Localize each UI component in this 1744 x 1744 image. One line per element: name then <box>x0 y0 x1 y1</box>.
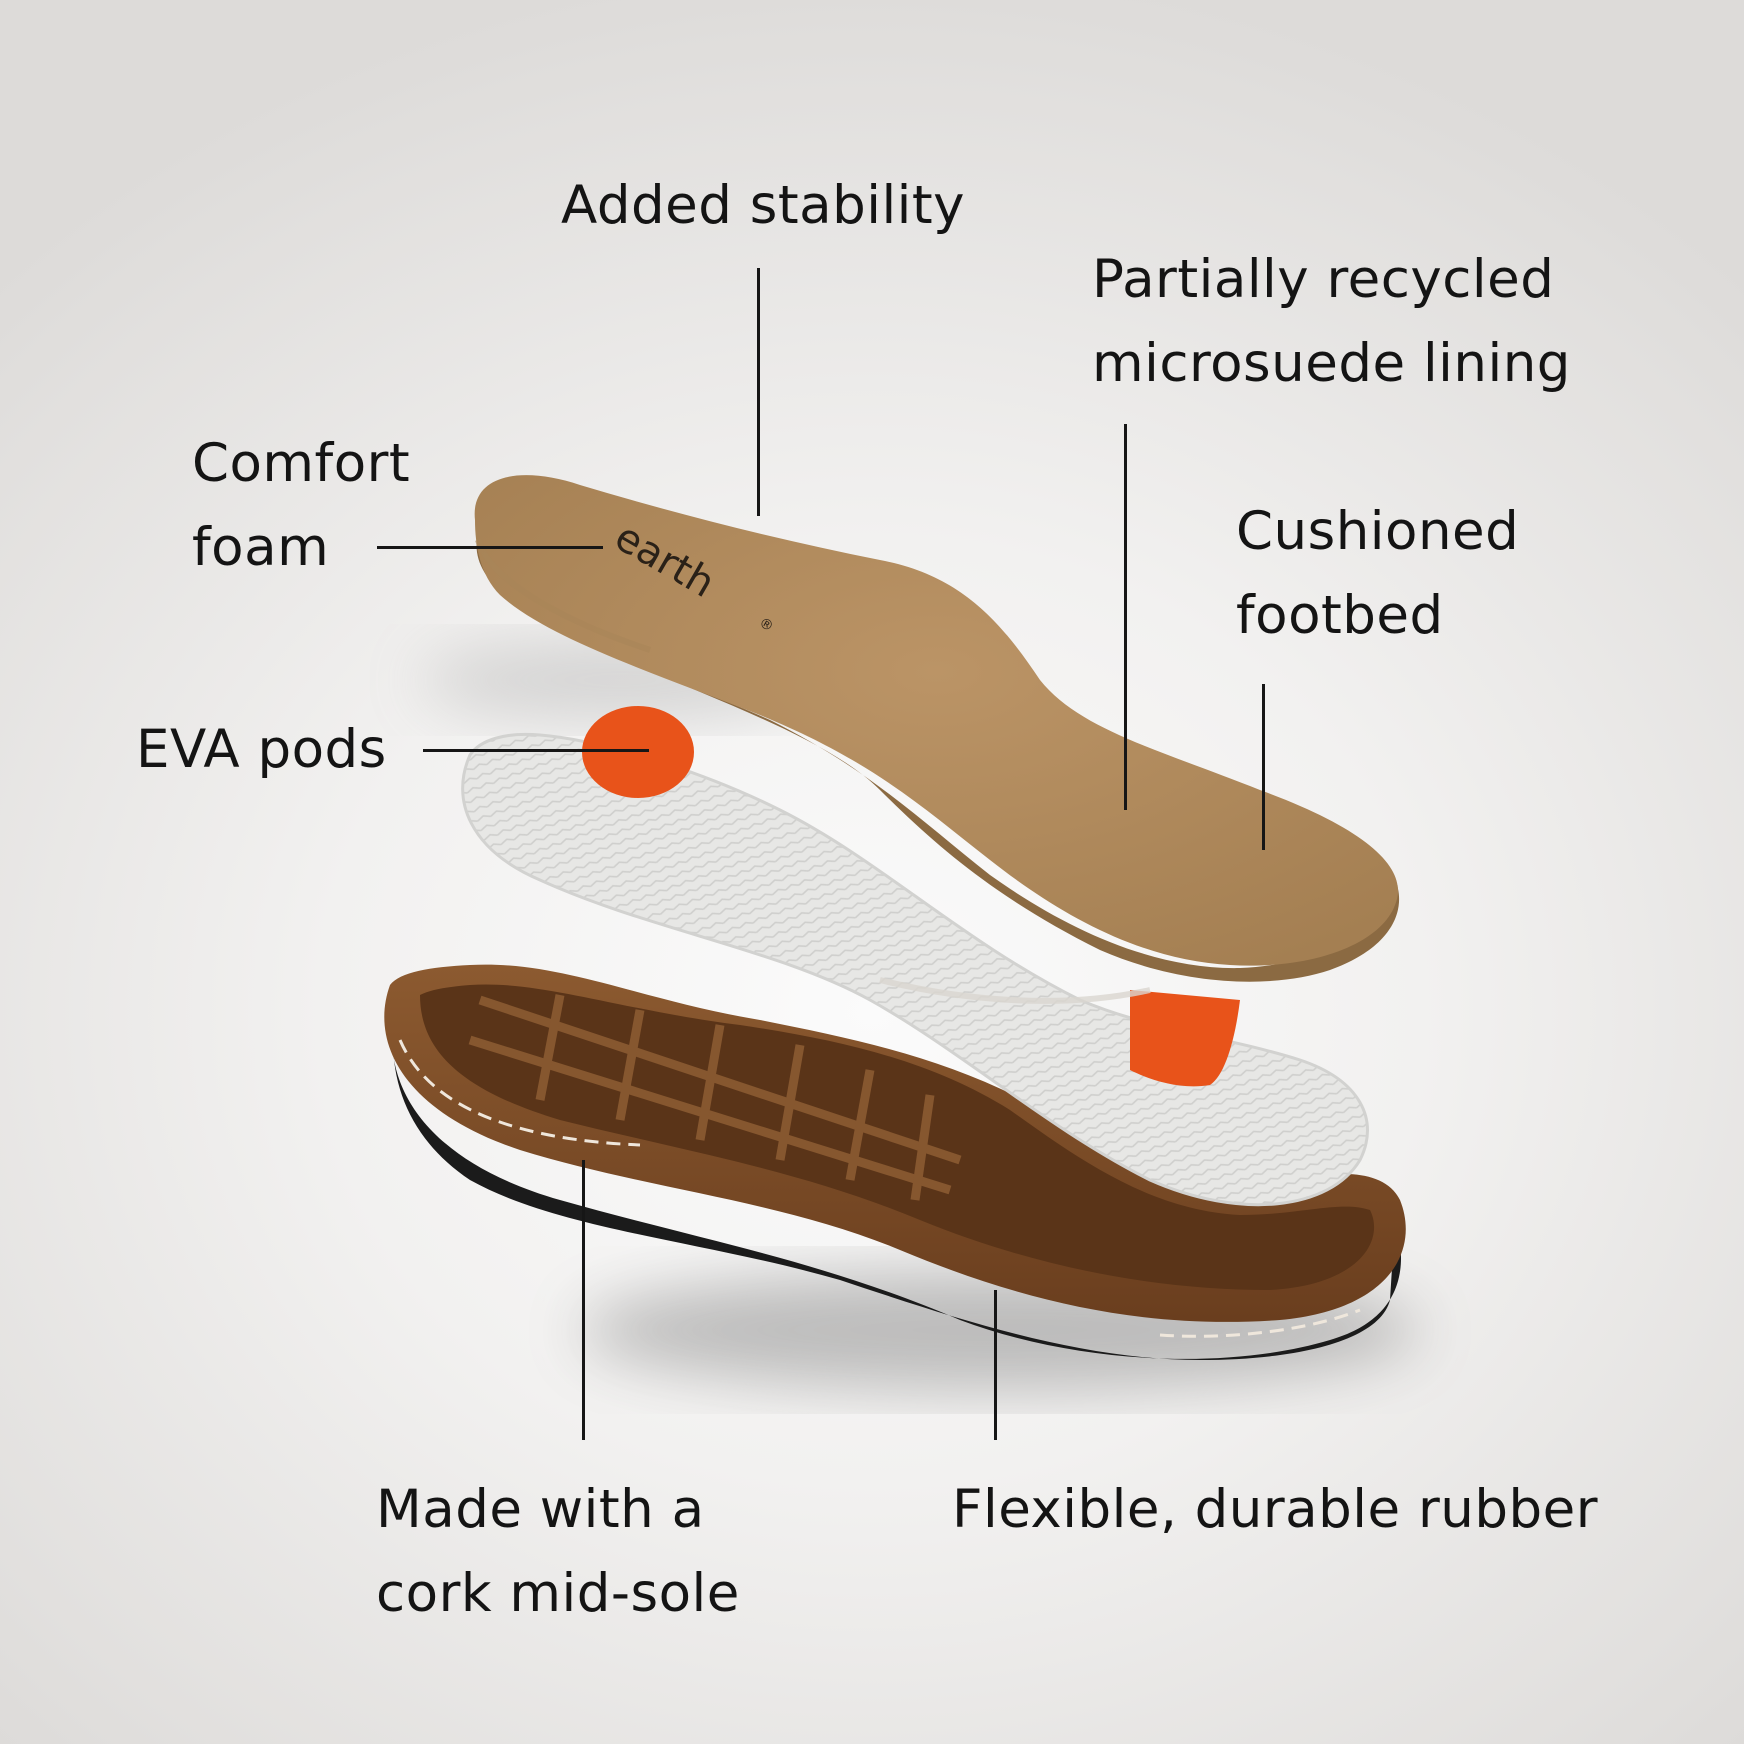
callout-line-1: Added stability <box>561 175 966 236</box>
eva-pod-heel <box>1130 990 1240 1087</box>
leader-line-microsuede <box>1124 424 1127 810</box>
callout-cork-midsole: Made with a cork mid-sole <box>376 1468 740 1636</box>
callout-cushioned-footbed: Cushioned footbed <box>1236 490 1519 658</box>
callout-line-1: EVA pods <box>136 719 387 780</box>
callout-eva-pods: EVA pods <box>136 708 387 792</box>
callout-line-1: Cushioned <box>1236 501 1520 562</box>
leader-line-cushioned-footbed <box>1262 684 1265 850</box>
callout-line-1: Comfort <box>192 433 411 494</box>
callout-added-stability: Added stability <box>561 164 965 248</box>
eva-layer <box>461 732 1369 1207</box>
leader-line-added-stability <box>757 268 760 516</box>
callout-line-1: Made with a <box>376 1479 705 1540</box>
cork-midsole-with-rubber <box>384 964 1406 1360</box>
eva-pod-front <box>582 706 694 798</box>
leader-line-eva-pods <box>423 749 649 752</box>
callout-line-1: Partially recycled <box>1092 249 1555 310</box>
callout-comfort-foam: Comfort foam <box>192 422 410 590</box>
callout-line-1: Flexible, durable rubber <box>952 1479 1599 1540</box>
callout-line-2: cork mid-sole <box>376 1563 740 1624</box>
microsuede-footbed: earth ® <box>474 475 1400 1004</box>
leader-line-cork-midsole <box>582 1160 585 1440</box>
leader-line-rubber <box>994 1290 997 1440</box>
callout-partially-recycled-lining: Partially recycled microsuede lining <box>1092 238 1571 406</box>
callout-flexible-rubber: Flexible, durable rubber <box>952 1468 1598 1552</box>
brand-registered-mark: ® <box>756 615 776 636</box>
callout-line-2: footbed <box>1236 585 1444 646</box>
callout-line-2: foam <box>192 517 330 578</box>
leader-line-comfort-foam <box>377 546 603 549</box>
callout-line-2: microsuede lining <box>1092 333 1571 394</box>
